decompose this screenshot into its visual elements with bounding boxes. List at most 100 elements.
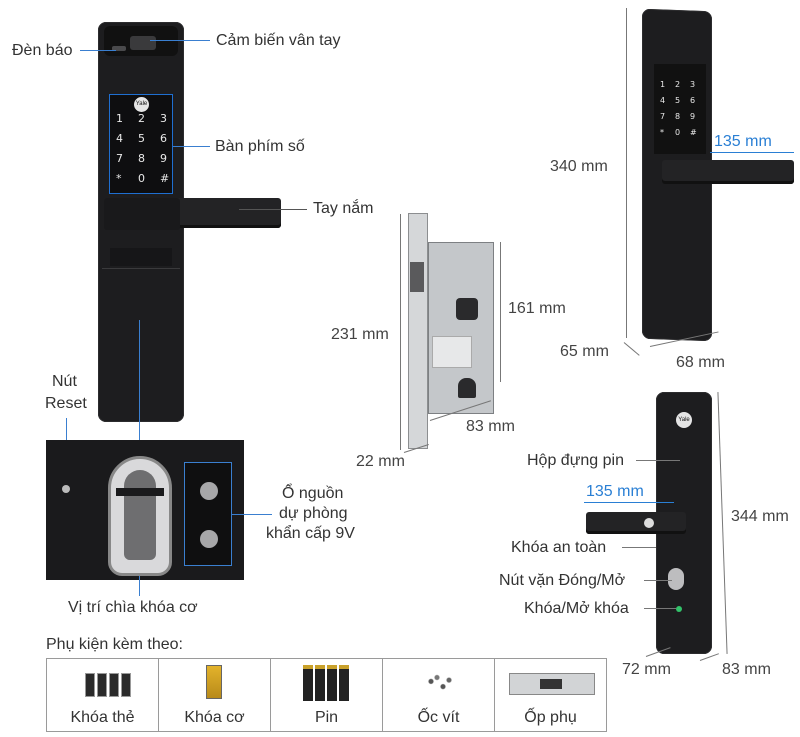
backup-power-box[interactable] [184, 462, 232, 566]
lock-unlock-label: Khóa/Mở khóa [524, 600, 629, 617]
keypad-key[interactable]: 9 [160, 152, 167, 165]
keypad-key[interactable]: * [660, 128, 664, 137]
key-position-line-top [139, 320, 140, 440]
keypad-key[interactable]: 4 [660, 96, 666, 105]
keypad-key[interactable]: * [116, 172, 122, 185]
screws-image [419, 671, 459, 697]
indicator-light [112, 46, 126, 51]
right-front-height-dim: 340 mm [550, 158, 608, 175]
back-handle-dim: 135 mm [586, 483, 644, 500]
mortise-spindle [456, 298, 478, 320]
battery-box-line [636, 460, 680, 461]
back-height-line [717, 392, 728, 654]
knob-label: Nút vặn Đóng/Mở [499, 572, 626, 589]
mortise-inner-line [500, 242, 501, 382]
fingerprint-line [150, 40, 210, 41]
reset-button[interactable] [62, 485, 70, 493]
right-front-handle-line [710, 152, 794, 153]
knob-line [644, 580, 672, 581]
mortise-height-dim: 231 mm [331, 326, 389, 343]
keypad-key[interactable]: 1 [116, 112, 123, 125]
keypad-key[interactable]: 6 [160, 132, 167, 145]
keypad-key[interactable]: # [160, 172, 170, 185]
fingerprint-sensor[interactable] [130, 36, 156, 50]
backup-power-label-3: khẩn cấp 9V [266, 525, 355, 542]
accessories-title: Phụ kiện kèm theo: [46, 636, 183, 653]
keypad-key[interactable]: 8 [675, 112, 681, 121]
mechanical-key-image [206, 665, 222, 699]
right-front-width-dim: 68 mm [676, 354, 725, 371]
lock-unlock-line [644, 608, 676, 609]
accessory-label-mechanical: Khóa cơ [184, 709, 245, 726]
key-cylinder-core [124, 470, 156, 560]
key-position-line-bottom [139, 576, 140, 596]
keypad-key[interactable]: 7 [660, 112, 666, 121]
fingerprint-sensor-label: Cảm biến vân tay [216, 32, 341, 49]
lock-unlock-button[interactable] [676, 606, 682, 612]
reset-label-line2: Reset [45, 395, 87, 412]
reset-label-line1: Nút [52, 373, 77, 390]
keypad-key[interactable]: 0 [138, 172, 145, 185]
back-width-line [699, 653, 719, 661]
battery-box-label: Hộp đựng pin [527, 452, 624, 469]
mortise-face-dim: 22 mm [356, 453, 405, 470]
keypad-key[interactable]: 2 [675, 80, 681, 89]
keypad-line [173, 146, 210, 147]
safety-lock-line [622, 547, 656, 548]
keypad-key[interactable]: 0 [675, 128, 681, 137]
keypad-key[interactable]: 3 [160, 112, 167, 125]
thumb-knob[interactable] [668, 568, 684, 590]
keypad-key[interactable]: 8 [138, 152, 145, 165]
backup-power-contact-top [200, 482, 218, 500]
mortise-height-line [400, 214, 401, 450]
mortise-inner-dim: 161 mm [508, 300, 566, 317]
back-height-dim: 344 mm [731, 508, 789, 525]
keypad-key[interactable]: 1 [660, 80, 666, 89]
key-slot[interactable] [116, 488, 164, 496]
safety-lock-button[interactable] [644, 518, 654, 528]
right-front-depth-line [623, 342, 640, 356]
accessory-strike-plate: Ốp phụ [495, 659, 606, 731]
front-lower-seam [102, 268, 180, 269]
keypad-key[interactable]: 3 [690, 80, 696, 89]
mortise-cylinder-hole [458, 378, 476, 398]
keypad-key[interactable]: 4 [116, 132, 123, 145]
keypad-key[interactable]: 6 [690, 96, 696, 105]
accessory-card-keys: Khóa thẻ [47, 659, 159, 731]
backup-power-label-1: Ổ nguồn [282, 485, 344, 502]
mortise-latch [410, 262, 424, 292]
accessory-label-battery: Pin [314, 709, 339, 726]
accessory-label-card: Khóa thẻ [70, 709, 135, 726]
accessory-label-strike: Ốp phụ [524, 709, 577, 726]
back-handle[interactable] [586, 512, 686, 534]
batteries-image [303, 665, 351, 701]
safety-lock-label: Khóa an toàn [511, 539, 607, 556]
mortise-faceplate [408, 213, 428, 449]
handle-label: Tay nắm [313, 200, 374, 217]
backup-power-contact-bottom [200, 530, 218, 548]
indicator-light-label: Đèn báo [12, 42, 73, 59]
handle-line [239, 209, 307, 210]
backup-power-label-2: dự phòng [279, 505, 348, 522]
accessory-screws: Ốc vít [383, 659, 495, 731]
back-width-dim: 83 mm [722, 661, 771, 678]
keypad-key[interactable]: 9 [690, 112, 696, 121]
accessory-batteries: Pin [271, 659, 383, 731]
front-keypad[interactable]: Yale [109, 94, 173, 194]
keypad-key[interactable]: 7 [116, 152, 123, 165]
front-handle-rose [104, 198, 180, 230]
accessories-row: Khóa thẻ Khóa cơ Pin Ốc vít Ốp phụ [46, 658, 607, 732]
strike-plate-image [509, 673, 595, 695]
keypad-key[interactable]: 5 [675, 96, 681, 105]
keypad-key[interactable]: 5 [138, 132, 145, 145]
back-handle-length-line [584, 502, 674, 503]
keypad-key[interactable]: 2 [138, 112, 145, 125]
mortise-depth-dim: 83 mm [466, 418, 515, 435]
accessory-label-screws: Ốc vít [417, 709, 460, 726]
right-front-handle[interactable] [662, 160, 794, 184]
yale-logo: Yale [134, 97, 149, 112]
right-front-keypad[interactable] [654, 64, 706, 154]
indicator-light-line [80, 50, 116, 51]
keypad-key[interactable]: # [690, 128, 697, 137]
back-depth-dim: 72 mm [622, 661, 671, 678]
